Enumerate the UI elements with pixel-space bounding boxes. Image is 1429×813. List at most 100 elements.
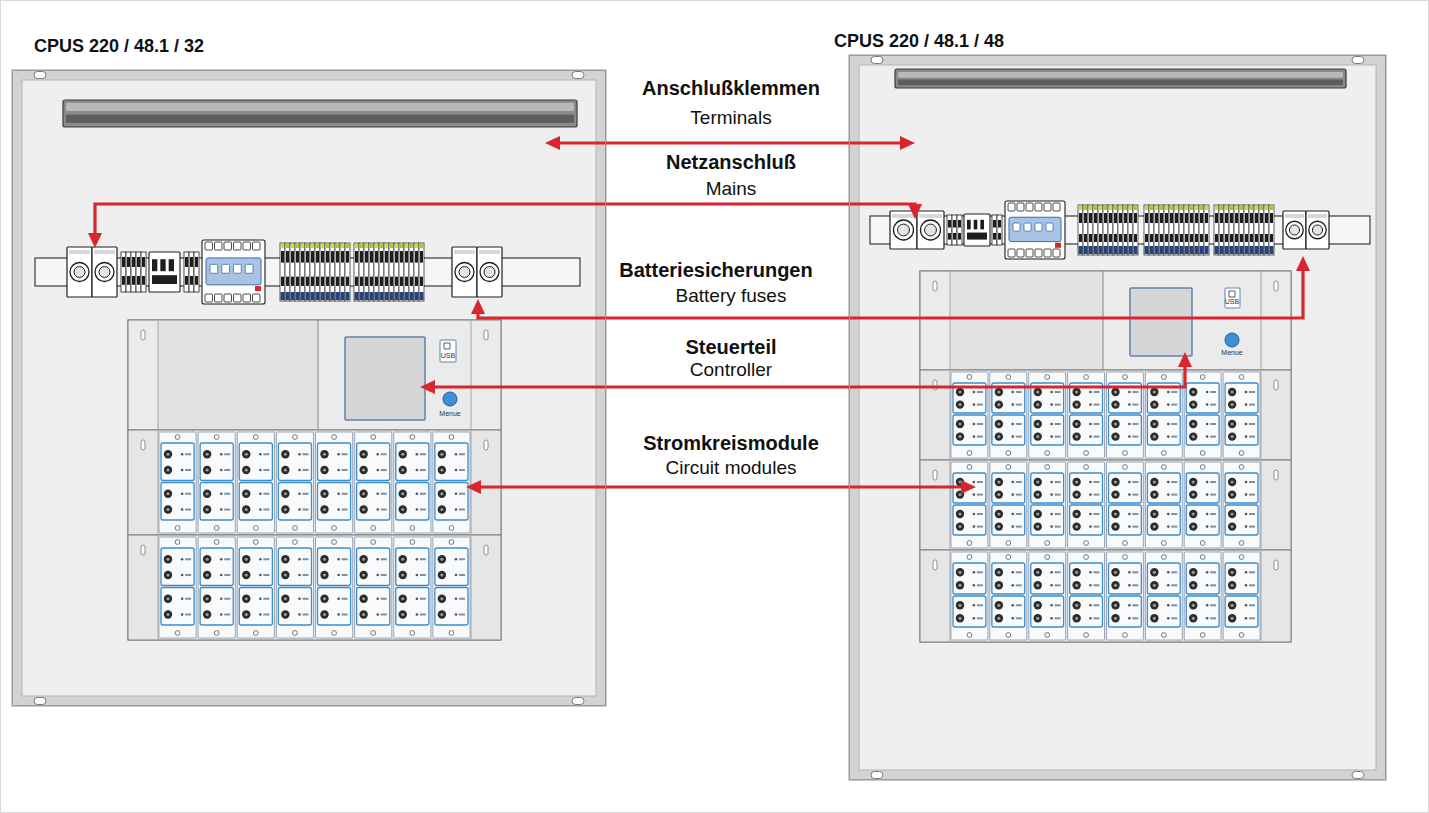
module-jack [359, 555, 367, 563]
module-screw [1045, 555, 1050, 560]
module-marking [303, 453, 309, 455]
module-led [1245, 391, 1248, 394]
module-led [1011, 423, 1014, 426]
module-led [1128, 525, 1131, 528]
terminal-slice [121, 252, 126, 292]
terminal-bottom [1109, 246, 1113, 254]
module-terminal [1044, 249, 1051, 257]
module-marking [1132, 404, 1138, 406]
part-name: Steuerteil [681, 336, 780, 359]
module-screw [371, 631, 376, 636]
module-jack [359, 610, 367, 618]
module-jack [995, 510, 1003, 518]
rack-screw-slot [1274, 281, 1278, 291]
terminal-block-slice [1259, 205, 1264, 255]
module-marking [303, 614, 309, 616]
module-marking [224, 614, 230, 616]
module-marking [1210, 481, 1216, 483]
module-led [1245, 493, 1248, 496]
terminal-clamp [1185, 234, 1188, 242]
circuit-module [1068, 552, 1105, 640]
module-screw [175, 631, 180, 636]
module-led [1050, 493, 1053, 496]
terminal-clamp [410, 251, 413, 263]
module-jack [359, 450, 367, 458]
module-led [337, 492, 340, 495]
module-terminal [243, 242, 251, 250]
module-led [1011, 513, 1014, 516]
module-led [337, 558, 340, 561]
module-jack-core [1036, 403, 1039, 406]
module-jack-core [1231, 525, 1234, 528]
terminal-slice-mark [190, 276, 193, 285]
module-jack [1034, 420, 1042, 428]
terminal-block-slice [1123, 205, 1128, 255]
module-marking [1249, 513, 1255, 515]
module-screw [1239, 451, 1244, 456]
module-marking [263, 509, 269, 511]
terminal-clamp [316, 277, 319, 286]
fuse-cap [921, 220, 941, 240]
module-marking [977, 513, 983, 515]
module-screw [214, 526, 219, 531]
terminal-top [1170, 206, 1173, 210]
module-jack-core [206, 453, 209, 456]
terminal-bottom [1185, 246, 1189, 254]
module-marking [224, 453, 230, 455]
display-digit [1024, 223, 1031, 231]
module-screw [449, 631, 454, 636]
terminal-top [1155, 206, 1158, 210]
module-jack [399, 555, 407, 563]
module-marking [1055, 617, 1061, 619]
module-jack-core [166, 597, 169, 600]
module-jack-core [206, 508, 209, 511]
module-window [278, 443, 311, 481]
module-jack-core [1075, 525, 1078, 528]
terminal-clamp [1270, 234, 1273, 242]
circuit-breaker [964, 214, 990, 246]
module-marking [381, 453, 387, 455]
terminal-slice-mark [993, 233, 996, 240]
circuit-module [1223, 462, 1260, 548]
rack-side-rail [158, 535, 159, 640]
module-window [435, 443, 468, 481]
module-led [376, 558, 379, 561]
fuse-cap [99, 267, 110, 278]
module-marking [1249, 617, 1255, 619]
part-name-english: Battery fuses [672, 285, 791, 307]
module-jack [995, 420, 1003, 428]
circuit-module [1107, 372, 1144, 458]
module-jack [1228, 400, 1236, 408]
module-jack [438, 555, 446, 563]
module-terminal [253, 294, 261, 302]
terminal-clamp [281, 251, 284, 263]
module-jack [1189, 420, 1197, 428]
terminal-clamp [415, 277, 418, 286]
module-window [200, 443, 233, 481]
rack-screw-slot [933, 281, 937, 291]
module-jack [1111, 568, 1119, 576]
module-marking [420, 614, 426, 616]
terminal-clamp [321, 277, 324, 286]
module-jack [1111, 478, 1119, 486]
terminal-top [1150, 206, 1153, 210]
circuit-module [951, 552, 988, 640]
terminal-block-slice [1194, 205, 1199, 255]
module-marking [420, 574, 426, 576]
terminal-bottom [331, 292, 335, 300]
module-jack [956, 510, 964, 518]
terminal-clamp [291, 251, 294, 263]
module-jack-core [1192, 403, 1195, 406]
module-jack [164, 490, 172, 498]
terminal-clamp [326, 251, 329, 263]
module-screw [175, 526, 180, 531]
terminal-bottom [1170, 246, 1174, 254]
module-led [298, 597, 301, 600]
circuit-module [433, 432, 470, 533]
module-marking [420, 493, 426, 495]
module-marking [185, 614, 191, 616]
module-screw [1045, 451, 1050, 456]
terminal-bottom [1225, 246, 1229, 254]
terminal-clamp [1250, 213, 1253, 223]
terminal-clamp [1170, 213, 1173, 223]
